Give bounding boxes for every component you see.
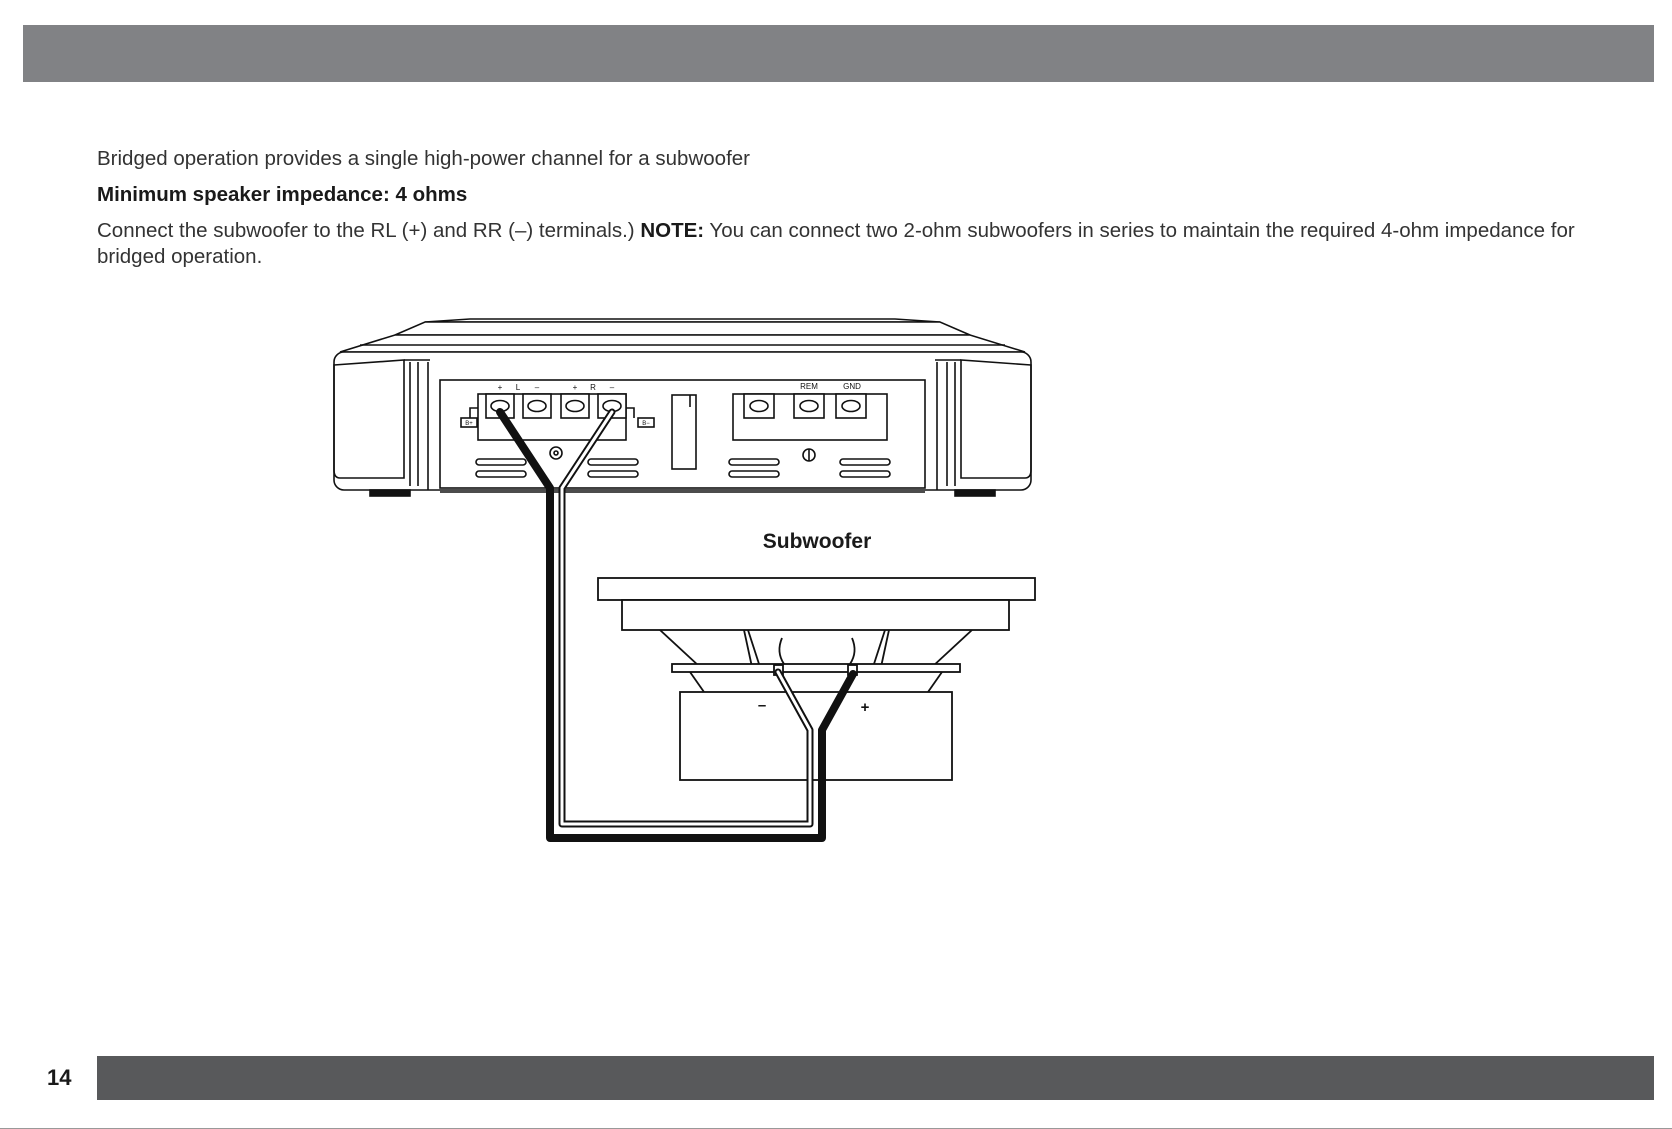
header-band bbox=[23, 25, 1654, 82]
connect-instruction: Connect the subwoofer to the RL (+) and … bbox=[97, 219, 635, 242]
subwoofer-positive-label: + bbox=[861, 699, 870, 716]
battery-negative-label: B− bbox=[642, 421, 650, 427]
page-number: 14 bbox=[47, 1065, 72, 1090]
instructions: Bridged operation provides a single high… bbox=[97, 146, 1597, 270]
speaker-wires bbox=[496, 408, 857, 842]
impedance-heading: Minimum speaker impedance: 4 ohms bbox=[97, 183, 468, 206]
terminal-label-r: R bbox=[590, 383, 596, 392]
note-label: NOTE: bbox=[640, 219, 705, 242]
terminal-label-minus-l: – bbox=[535, 383, 540, 392]
terminal-label-plus-r: + bbox=[573, 383, 578, 392]
battery-positive-label: B+ bbox=[465, 421, 473, 427]
subwoofer bbox=[597, 577, 1036, 781]
terminal-label-rem: REM bbox=[800, 382, 818, 391]
note-text: You can connect two 2-ohm subwoofers in … bbox=[97, 219, 1575, 268]
power-terminal-labels: REM GND bbox=[800, 382, 861, 391]
intro-text: Bridged operation provides a single high… bbox=[97, 147, 750, 170]
footer-band bbox=[97, 1056, 1654, 1100]
speaker-terminal-labels: + L – + R – bbox=[498, 383, 615, 392]
terminal-label-minus-r: – bbox=[610, 383, 615, 392]
terminal-label-plus-l: + bbox=[498, 383, 503, 392]
connection-text: Connect the subwoofer to the RL (+) and … bbox=[97, 218, 1597, 270]
subwoofer-label: Subwoofer bbox=[763, 530, 872, 553]
subwoofer-negative-label: – bbox=[758, 697, 766, 714]
terminal-label-gnd: GND bbox=[843, 382, 861, 391]
terminal-label-l: L bbox=[516, 383, 521, 392]
amplifier bbox=[333, 318, 1032, 497]
